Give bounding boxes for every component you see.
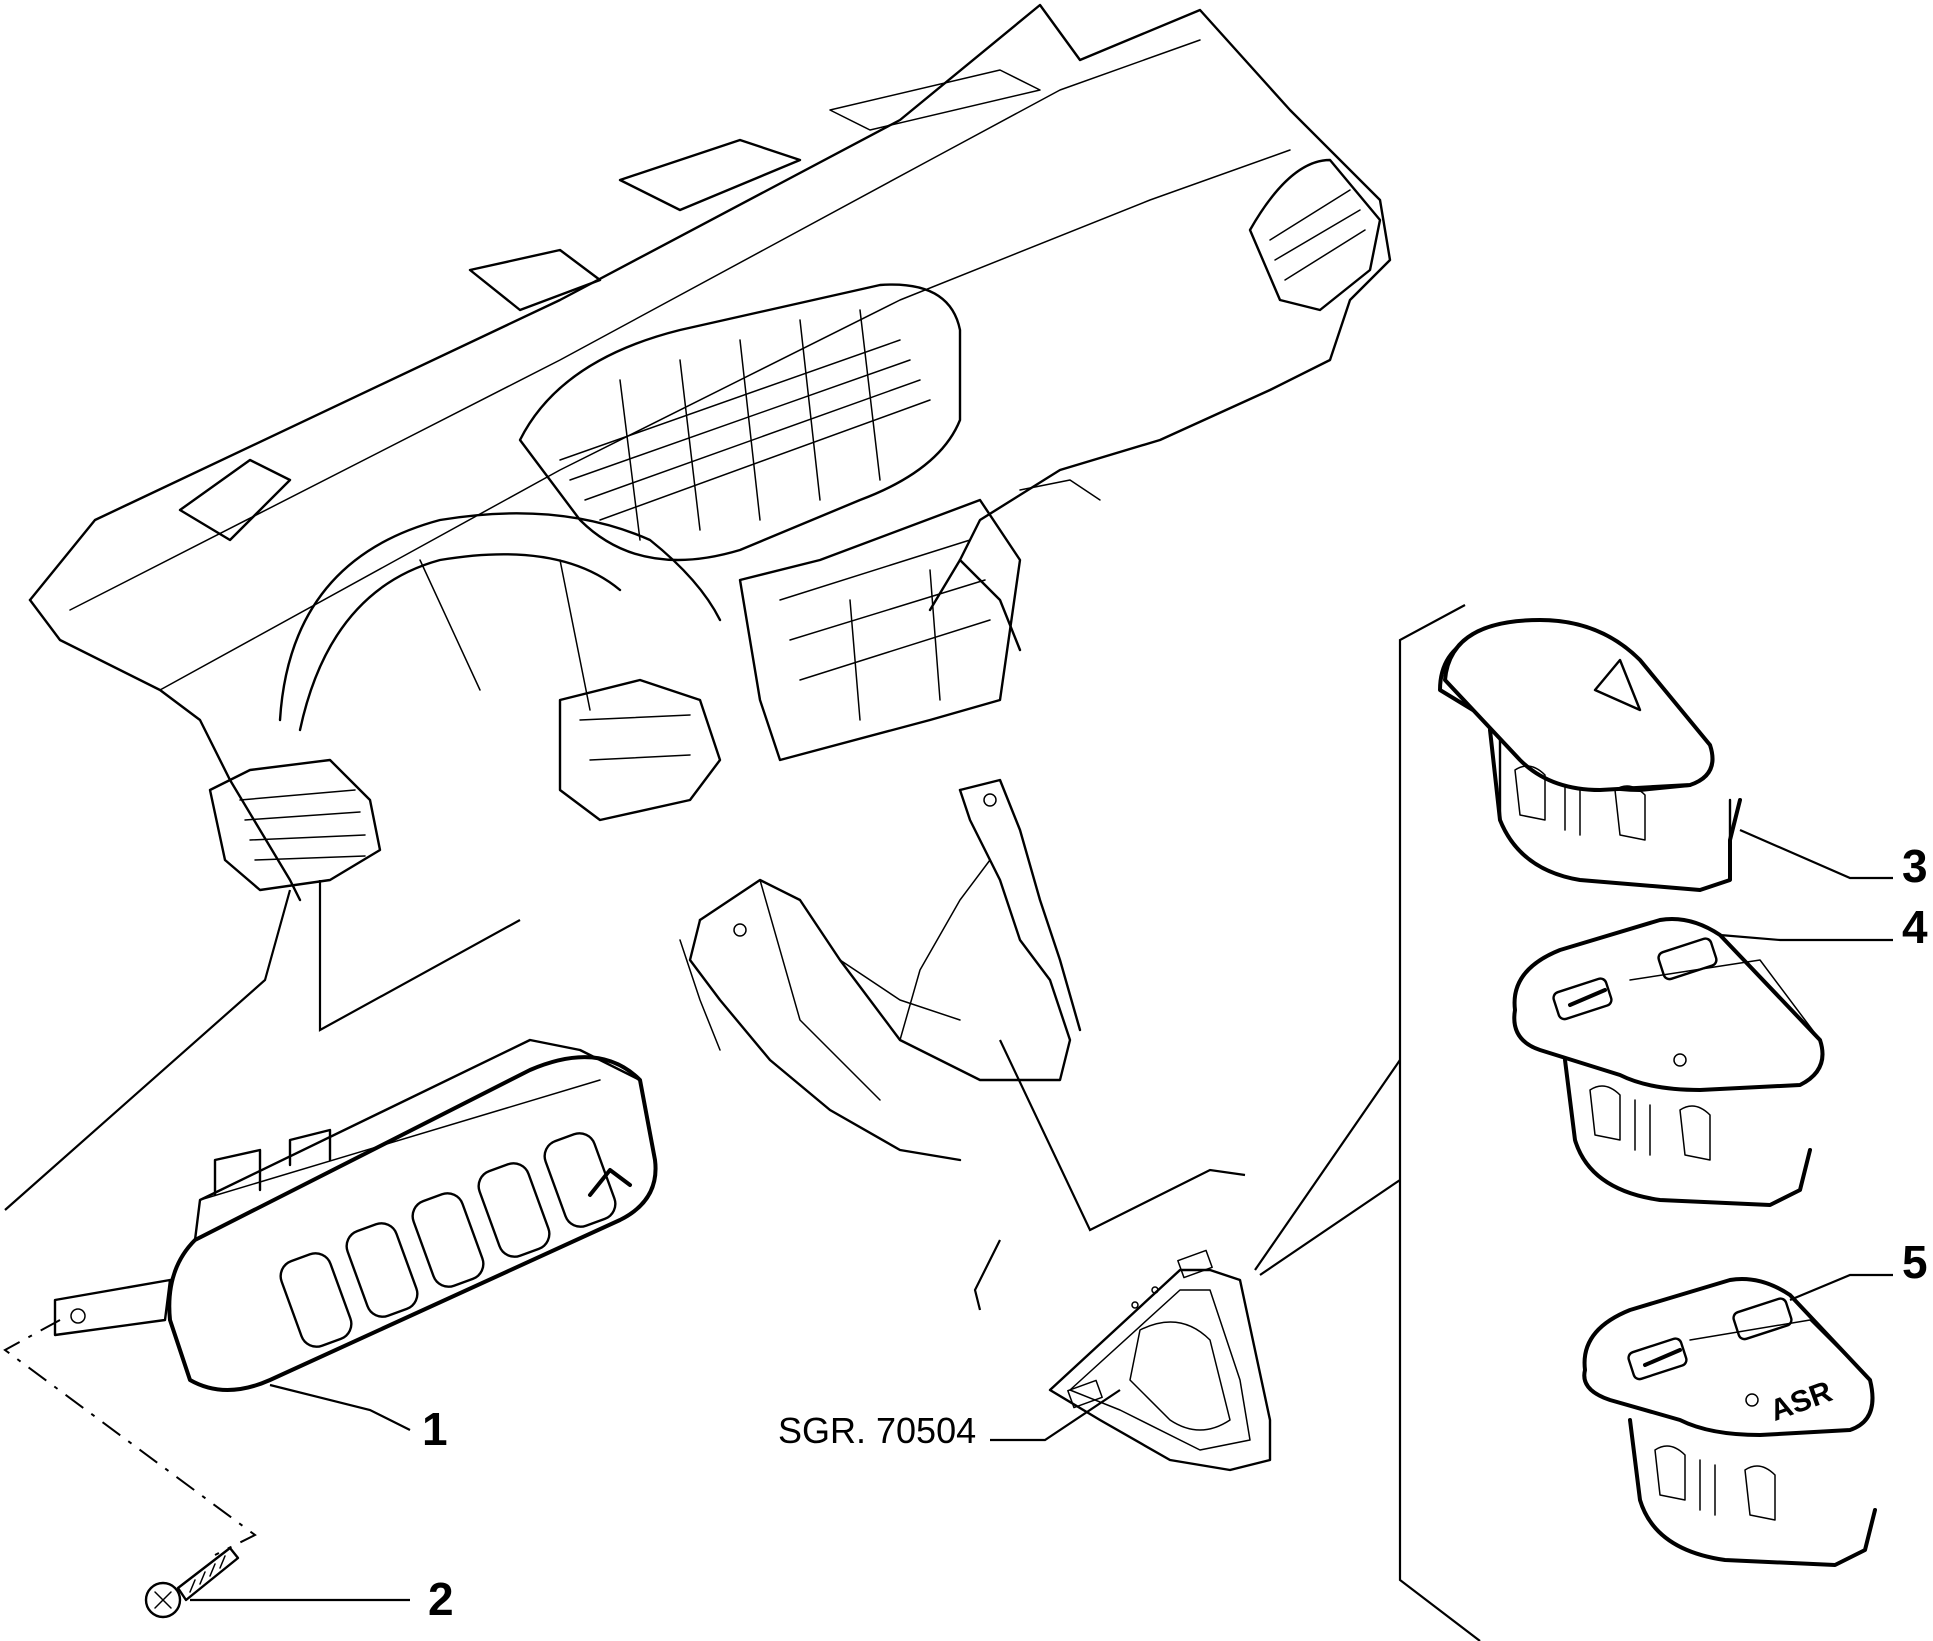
gear-surround-plate xyxy=(1048,1249,1272,1472)
leader-1 xyxy=(269,1383,411,1431)
leader-group-to-plate xyxy=(1259,1179,1401,1276)
switch-panel-part-1 xyxy=(53,1038,658,1392)
asr-marking: ASR xyxy=(1766,1375,1837,1428)
group-bracket xyxy=(1398,604,1481,1641)
leader-plate-left xyxy=(973,1239,1001,1311)
leader-dashboard-to-switch-panel xyxy=(318,880,521,1032)
leader-group-to-plate-upper xyxy=(1254,1059,1401,1271)
leader-3 xyxy=(1739,828,1893,880)
callout-2: 2 xyxy=(428,1573,454,1625)
leader-4 xyxy=(1719,933,1893,942)
leader-5 xyxy=(1789,1273,1893,1302)
callout-4: 4 xyxy=(1902,901,1928,953)
switch-part-3-hazard xyxy=(1438,618,1742,892)
switch-buttons xyxy=(279,1132,632,1348)
dashboard-assembly xyxy=(28,3,1392,902)
reference-leader xyxy=(990,1389,1121,1442)
switch-part-4 xyxy=(1512,917,1825,1207)
switch-part-5-asr: ASR xyxy=(1582,1277,1877,1567)
callout-3: 3 xyxy=(1902,840,1928,892)
leader-console-to-plate xyxy=(999,1039,1246,1232)
reference-text: SGR. 70504 xyxy=(778,1410,976,1451)
callout-5: 5 xyxy=(1902,1236,1928,1288)
screw-part-2 xyxy=(144,1546,240,1619)
leader-dashboard-section xyxy=(4,889,292,1211)
callout-1: 1 xyxy=(422,1403,448,1455)
center-console xyxy=(679,778,1082,1162)
assembly-axis-line xyxy=(3,1319,257,1556)
reference-label: SGR. 70504 xyxy=(778,1389,1121,1451)
